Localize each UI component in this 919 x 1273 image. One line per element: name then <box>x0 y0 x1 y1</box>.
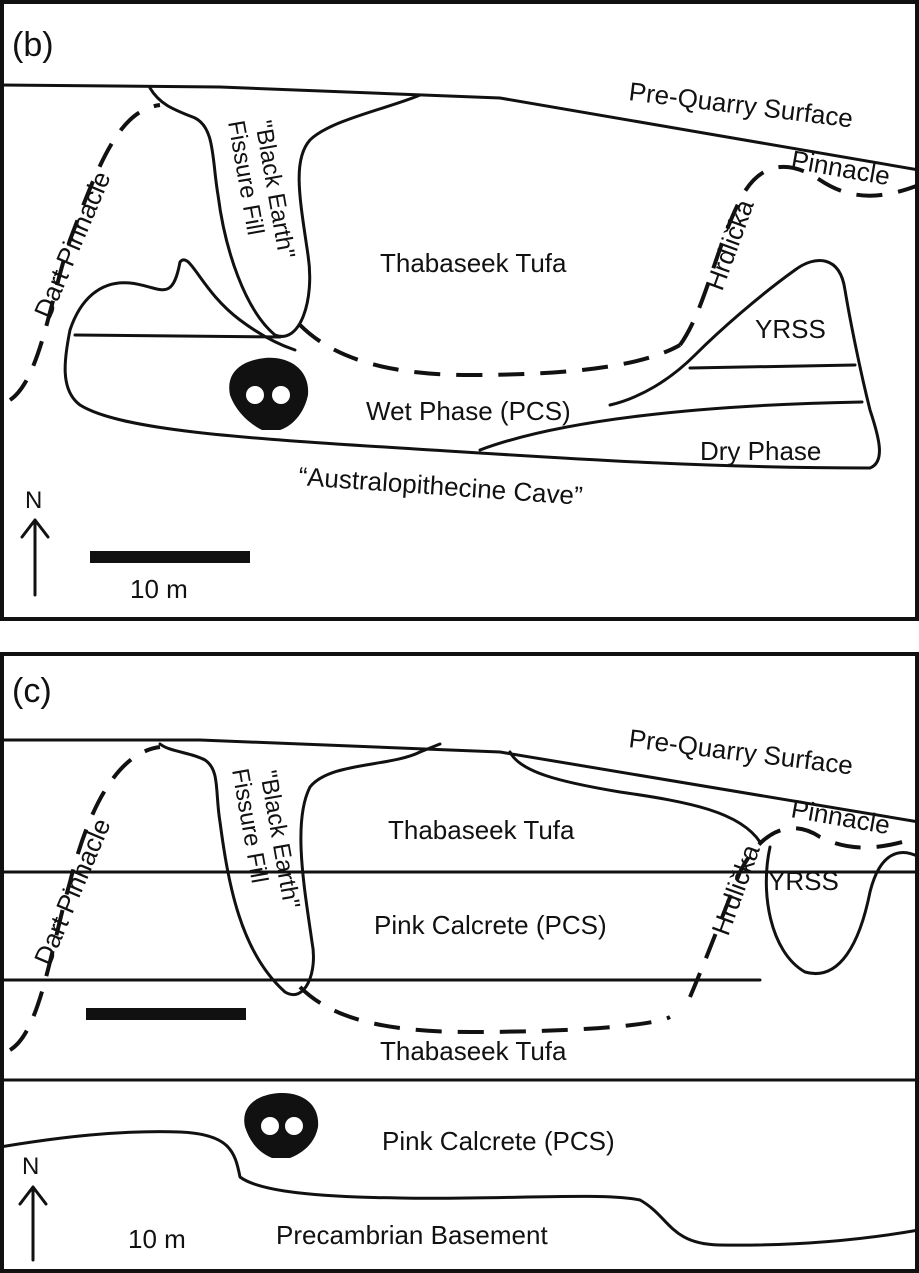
cave-dashed-line <box>298 323 681 378</box>
panel-b-frame <box>0 0 919 621</box>
label-precambrian-basement: Precambrian Basement <box>276 1220 548 1250</box>
upper-layer-line <box>73 333 282 339</box>
scale-bar <box>86 1008 246 1020</box>
fissure-fill-outline <box>158 742 442 996</box>
north-arrow-icon <box>18 1185 48 1262</box>
label-yrss: YRSS <box>768 866 839 896</box>
label-thabaseek-tufa-upper: Thabaseek Tufa <box>388 815 575 845</box>
skull-eye-right <box>272 386 290 404</box>
dry-phase-line <box>478 400 864 452</box>
label-dart-pinnacle: Dart Pinnacle <box>28 167 117 322</box>
dart-pinnacle-dashed <box>8 103 161 402</box>
label-australopithecine-cave: “Australopithecine Cave” <box>298 461 584 511</box>
skull-icon <box>244 1092 319 1158</box>
yrss-base-line <box>688 363 857 370</box>
label-thabaseek-tufa-lower: Thabaseek Tufa <box>380 1036 567 1066</box>
label-dry-phase: Dry Phase <box>700 436 821 466</box>
panel-c-letter: (c) <box>12 672 52 710</box>
panel-b: (b) Pre-Quarry Surface Pinnacle Hrdlička… <box>0 0 919 621</box>
scale-label: 10 m <box>130 574 188 604</box>
north-label: N <box>25 487 42 514</box>
label-thabaseek-tufa: Thabaseek Tufa <box>380 248 567 278</box>
hrdlicka-pinnacle-dashed <box>678 165 919 347</box>
pre-quarry-surface-line <box>0 83 919 172</box>
label-yrss: YRSS <box>755 314 826 344</box>
scale-label: 10 m <box>128 1224 186 1254</box>
panel-c-diagram: (c) Pre-Quarry Surface Pinnacle Hrdlička… <box>0 652 919 1273</box>
label-pre-quarry-surface: Pre-Quarry Surface <box>627 723 854 780</box>
hrdlicka-pinnacle-dashed <box>688 826 919 998</box>
skull-icon <box>229 357 309 430</box>
label-wet-phase: Wet Phase (PCS) <box>366 396 571 426</box>
label-hrdlicka: Hrdlička <box>699 195 759 294</box>
cave-outline <box>63 258 881 470</box>
pre-quarry-surface-line <box>0 738 919 824</box>
north-arrow-icon <box>20 518 50 597</box>
dart-pinnacle-dashed <box>8 745 161 1052</box>
label-pinnacle: Pinnacle <box>789 144 892 191</box>
panel-b-letter: (b) <box>12 26 54 64</box>
fissure-fill-outline <box>148 86 422 338</box>
panel-c: (c) Pre-Quarry Surface Pinnacle Hrdlička… <box>0 652 919 1273</box>
label-pink-calcrete-lower: Pink Calcrete (PCS) <box>382 1126 615 1156</box>
label-dart-pinnacle: Dart Pinnacle <box>28 814 117 969</box>
yrss-outline <box>764 845 919 975</box>
label-pinnacle: Pinnacle <box>789 793 892 840</box>
panel-b-diagram: (b) Pre-Quarry Surface Pinnacle Hrdlička… <box>0 0 919 621</box>
cave-dashed-line <box>298 985 671 1035</box>
label-hrdlicka: Hrdlička <box>705 840 765 939</box>
basement-boundary <box>0 1130 919 1247</box>
tufa-boundary <box>508 750 762 844</box>
scale-bar <box>90 551 250 563</box>
skull-eye-left <box>261 1117 279 1135</box>
panel-c-frame <box>0 652 919 1273</box>
label-pink-calcrete-upper: Pink Calcrete (PCS) <box>374 910 607 940</box>
skull-eye-right <box>285 1117 303 1135</box>
skull-eye-left <box>246 386 264 404</box>
north-label: N <box>22 1153 39 1180</box>
